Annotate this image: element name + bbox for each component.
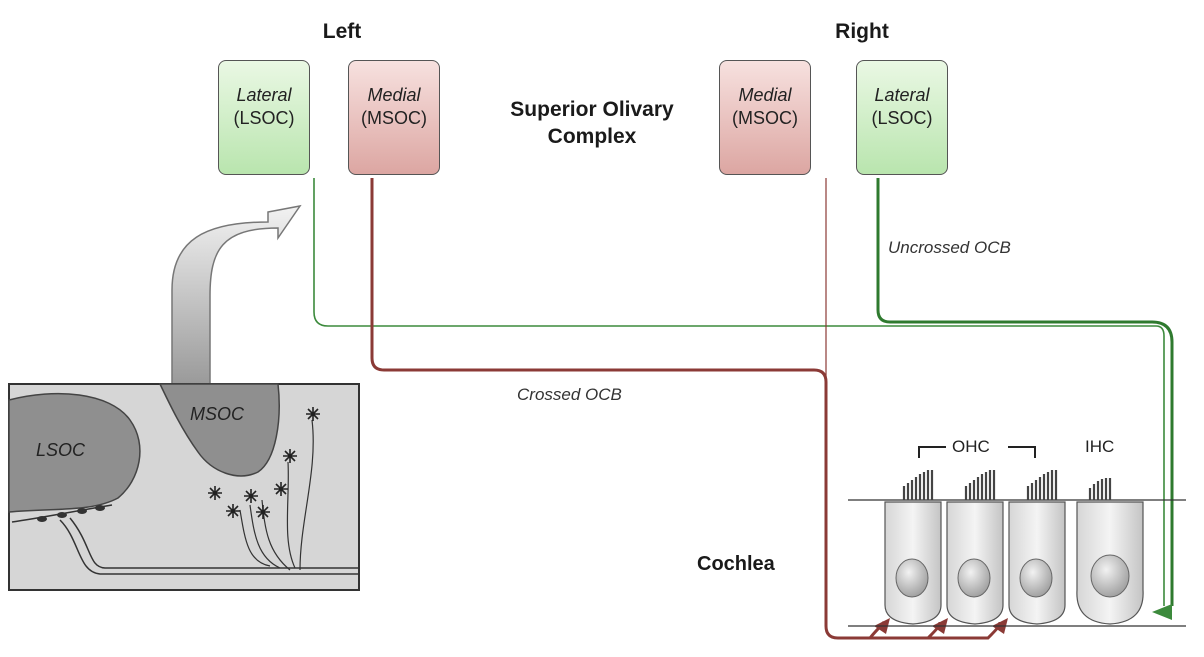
inset-lsoc-label: LSOC <box>36 440 86 460</box>
box-name: Lateral <box>874 84 930 105</box>
right-medial-box: Medial (MSOC) <box>719 60 811 175</box>
ihc-label: IHC <box>1085 437 1115 456</box>
box-abbr: (LSOC) <box>233 107 295 128</box>
inset-msoc-label: MSOC <box>190 404 244 424</box>
left-medial-box: Medial (MSOC) <box>348 60 440 175</box>
lsoc-nucleus <box>8 392 141 513</box>
crossed-ocb-label: Crossed OCB <box>517 385 622 404</box>
crossed-medial-pathway <box>370 178 870 640</box>
left-lateral-pathway <box>313 178 1165 606</box>
box-name: Lateral <box>236 84 292 105</box>
uncrossed-lateral-pathway <box>876 178 1174 606</box>
ohc-bracket <box>918 446 1036 458</box>
msoc-nucleus <box>158 383 280 477</box>
box-name: Medial <box>738 84 792 105</box>
box-abbr: (MSOC) <box>361 107 427 128</box>
cochlea-label: Cochlea <box>697 553 775 575</box>
right-side-title: Right <box>835 20 889 43</box>
left-side-title: Left <box>322 20 362 43</box>
soc-title: Superior Olivary Complex <box>472 96 712 150</box>
left-lateral-box: Lateral (LSOC) <box>218 60 310 175</box>
cochlea-cells <box>848 446 1186 627</box>
soc-title-line1: Superior Olivary <box>510 98 674 121</box>
lateral-terminal <box>1152 604 1172 620</box>
box-name: Medial <box>367 84 421 105</box>
brainstem-inset <box>8 383 360 591</box>
uncrossed-ocb-label: Uncrossed OCB <box>888 238 1011 257</box>
ohc-label: OHC <box>952 437 990 456</box>
soc-title-line2: Complex <box>547 125 637 148</box>
projection-arrow <box>171 204 302 385</box>
box-abbr: (LSOC) <box>871 107 933 128</box>
box-abbr: (MSOC) <box>732 107 798 128</box>
right-lateral-box: Lateral (LSOC) <box>856 60 948 175</box>
